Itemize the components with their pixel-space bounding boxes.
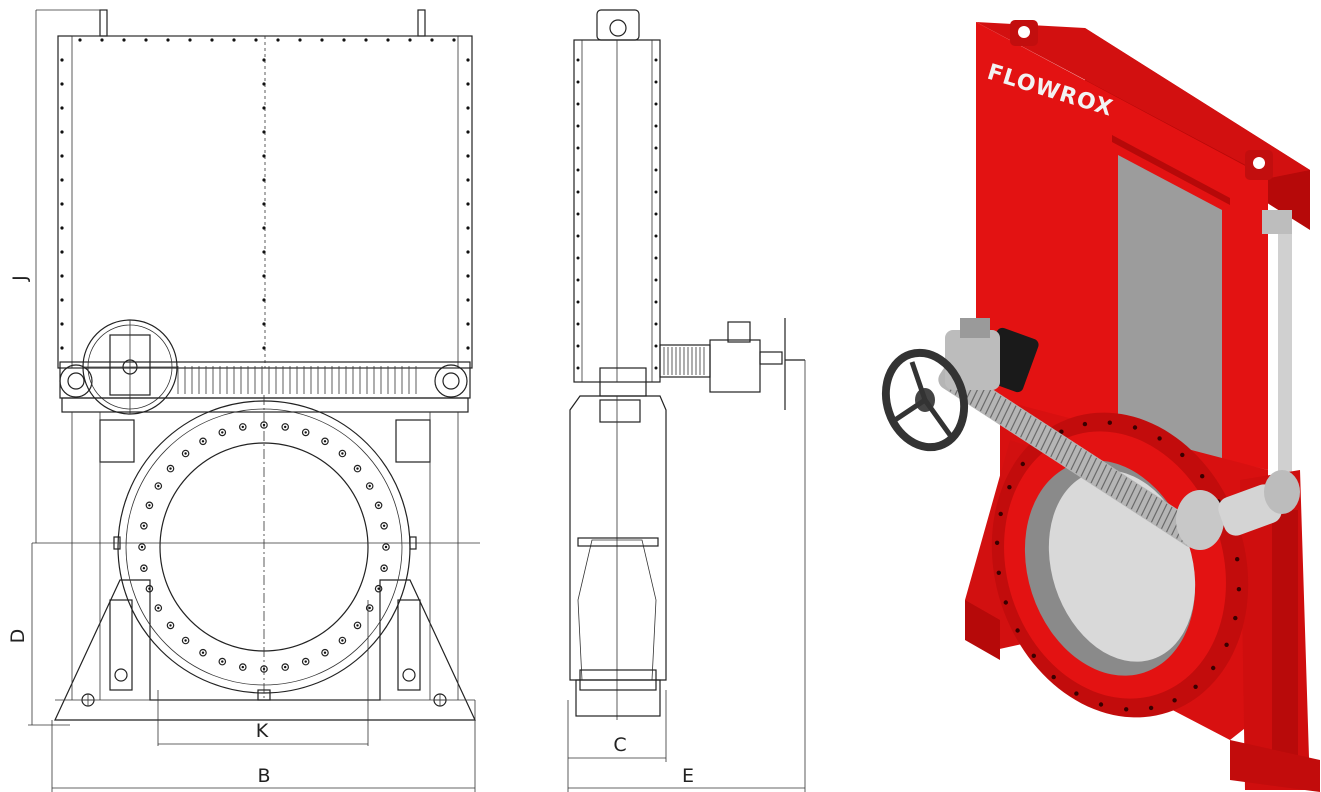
dimension-label-b: B: [257, 765, 270, 787]
dimension-label-e: E: [682, 765, 694, 787]
dimension-label-d: D: [7, 629, 29, 644]
front-view-drawing: J D K B: [7, 9, 480, 792]
valve-3d-render: FLOWROX: [881, 20, 1320, 792]
side-view-drawing: C E: [567, 9, 806, 792]
dimension-label-c: C: [613, 734, 626, 756]
dimension-label-k: K: [256, 720, 269, 742]
dimension-label-j: J: [9, 275, 31, 282]
